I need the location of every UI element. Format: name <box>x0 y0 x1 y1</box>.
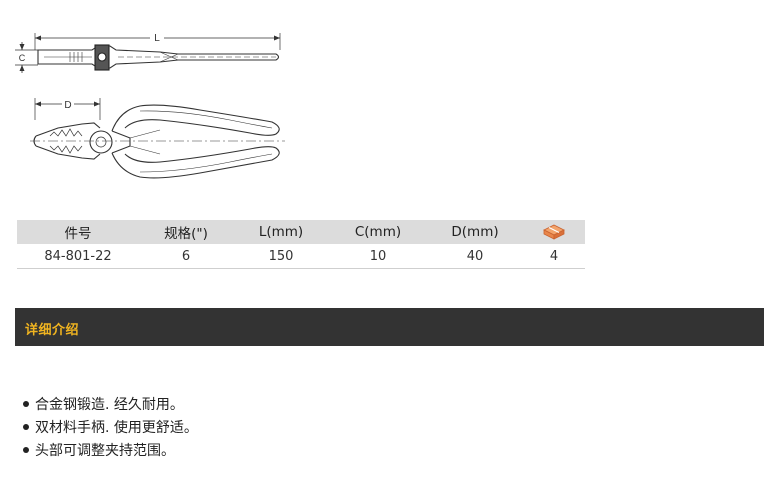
col-jaw-length: D(mm) <box>427 220 523 244</box>
cell-part-number: 84-801-22 <box>17 244 139 269</box>
section-title: 详细介绍 <box>25 323 80 338</box>
cell-thickness: 10 <box>329 244 427 269</box>
feature-list: 合金钢锻造. 经久耐用。 双材料手柄. 使用更舒适。 头部可调整夹持范围。 <box>20 396 198 465</box>
feature-text: 头部可调整夹持范围。 <box>35 443 175 459</box>
table-row: 84-801-22 6 150 10 40 4 <box>17 244 585 269</box>
cell-pack-qty: 4 <box>523 244 585 269</box>
col-pack <box>523 220 585 244</box>
dimension-label-l: L <box>154 33 160 44</box>
cell-jaw-length: 40 <box>427 244 523 269</box>
dimension-label-c: C <box>19 53 26 63</box>
cell-length: 150 <box>233 244 329 269</box>
col-size: 规格(") <box>139 220 233 244</box>
list-item: 合金钢锻造. 经久耐用。 <box>20 396 198 419</box>
col-thickness: C(mm) <box>329 220 427 244</box>
bullet-icon <box>23 447 29 453</box>
table-header-row: 件号 规格(") L(mm) C(mm) D(mm) <box>17 220 585 244</box>
bullet-icon <box>23 401 29 407</box>
pliers-dimension-drawing: L C D <box>15 31 285 179</box>
side-view: L C <box>15 31 281 73</box>
cell-size: 6 <box>139 244 233 269</box>
bullet-icon <box>23 424 29 430</box>
front-view: D <box>30 97 285 179</box>
list-item: 头部可调整夹持范围。 <box>20 442 198 465</box>
box-icon <box>543 224 565 240</box>
list-item: 双材料手柄. 使用更舒适。 <box>20 419 198 442</box>
col-length: L(mm) <box>233 220 329 244</box>
dimension-label-d: D <box>64 100 71 111</box>
section-header-bar: 详细介绍 <box>15 308 764 346</box>
feature-text: 双材料手柄. 使用更舒适。 <box>35 420 198 436</box>
feature-text: 合金钢锻造. 经久耐用。 <box>35 397 184 413</box>
col-part-number: 件号 <box>17 220 139 244</box>
spec-table: 件号 规格(") L(mm) C(mm) D(mm) 84-801-22 6 1… <box>17 220 585 269</box>
